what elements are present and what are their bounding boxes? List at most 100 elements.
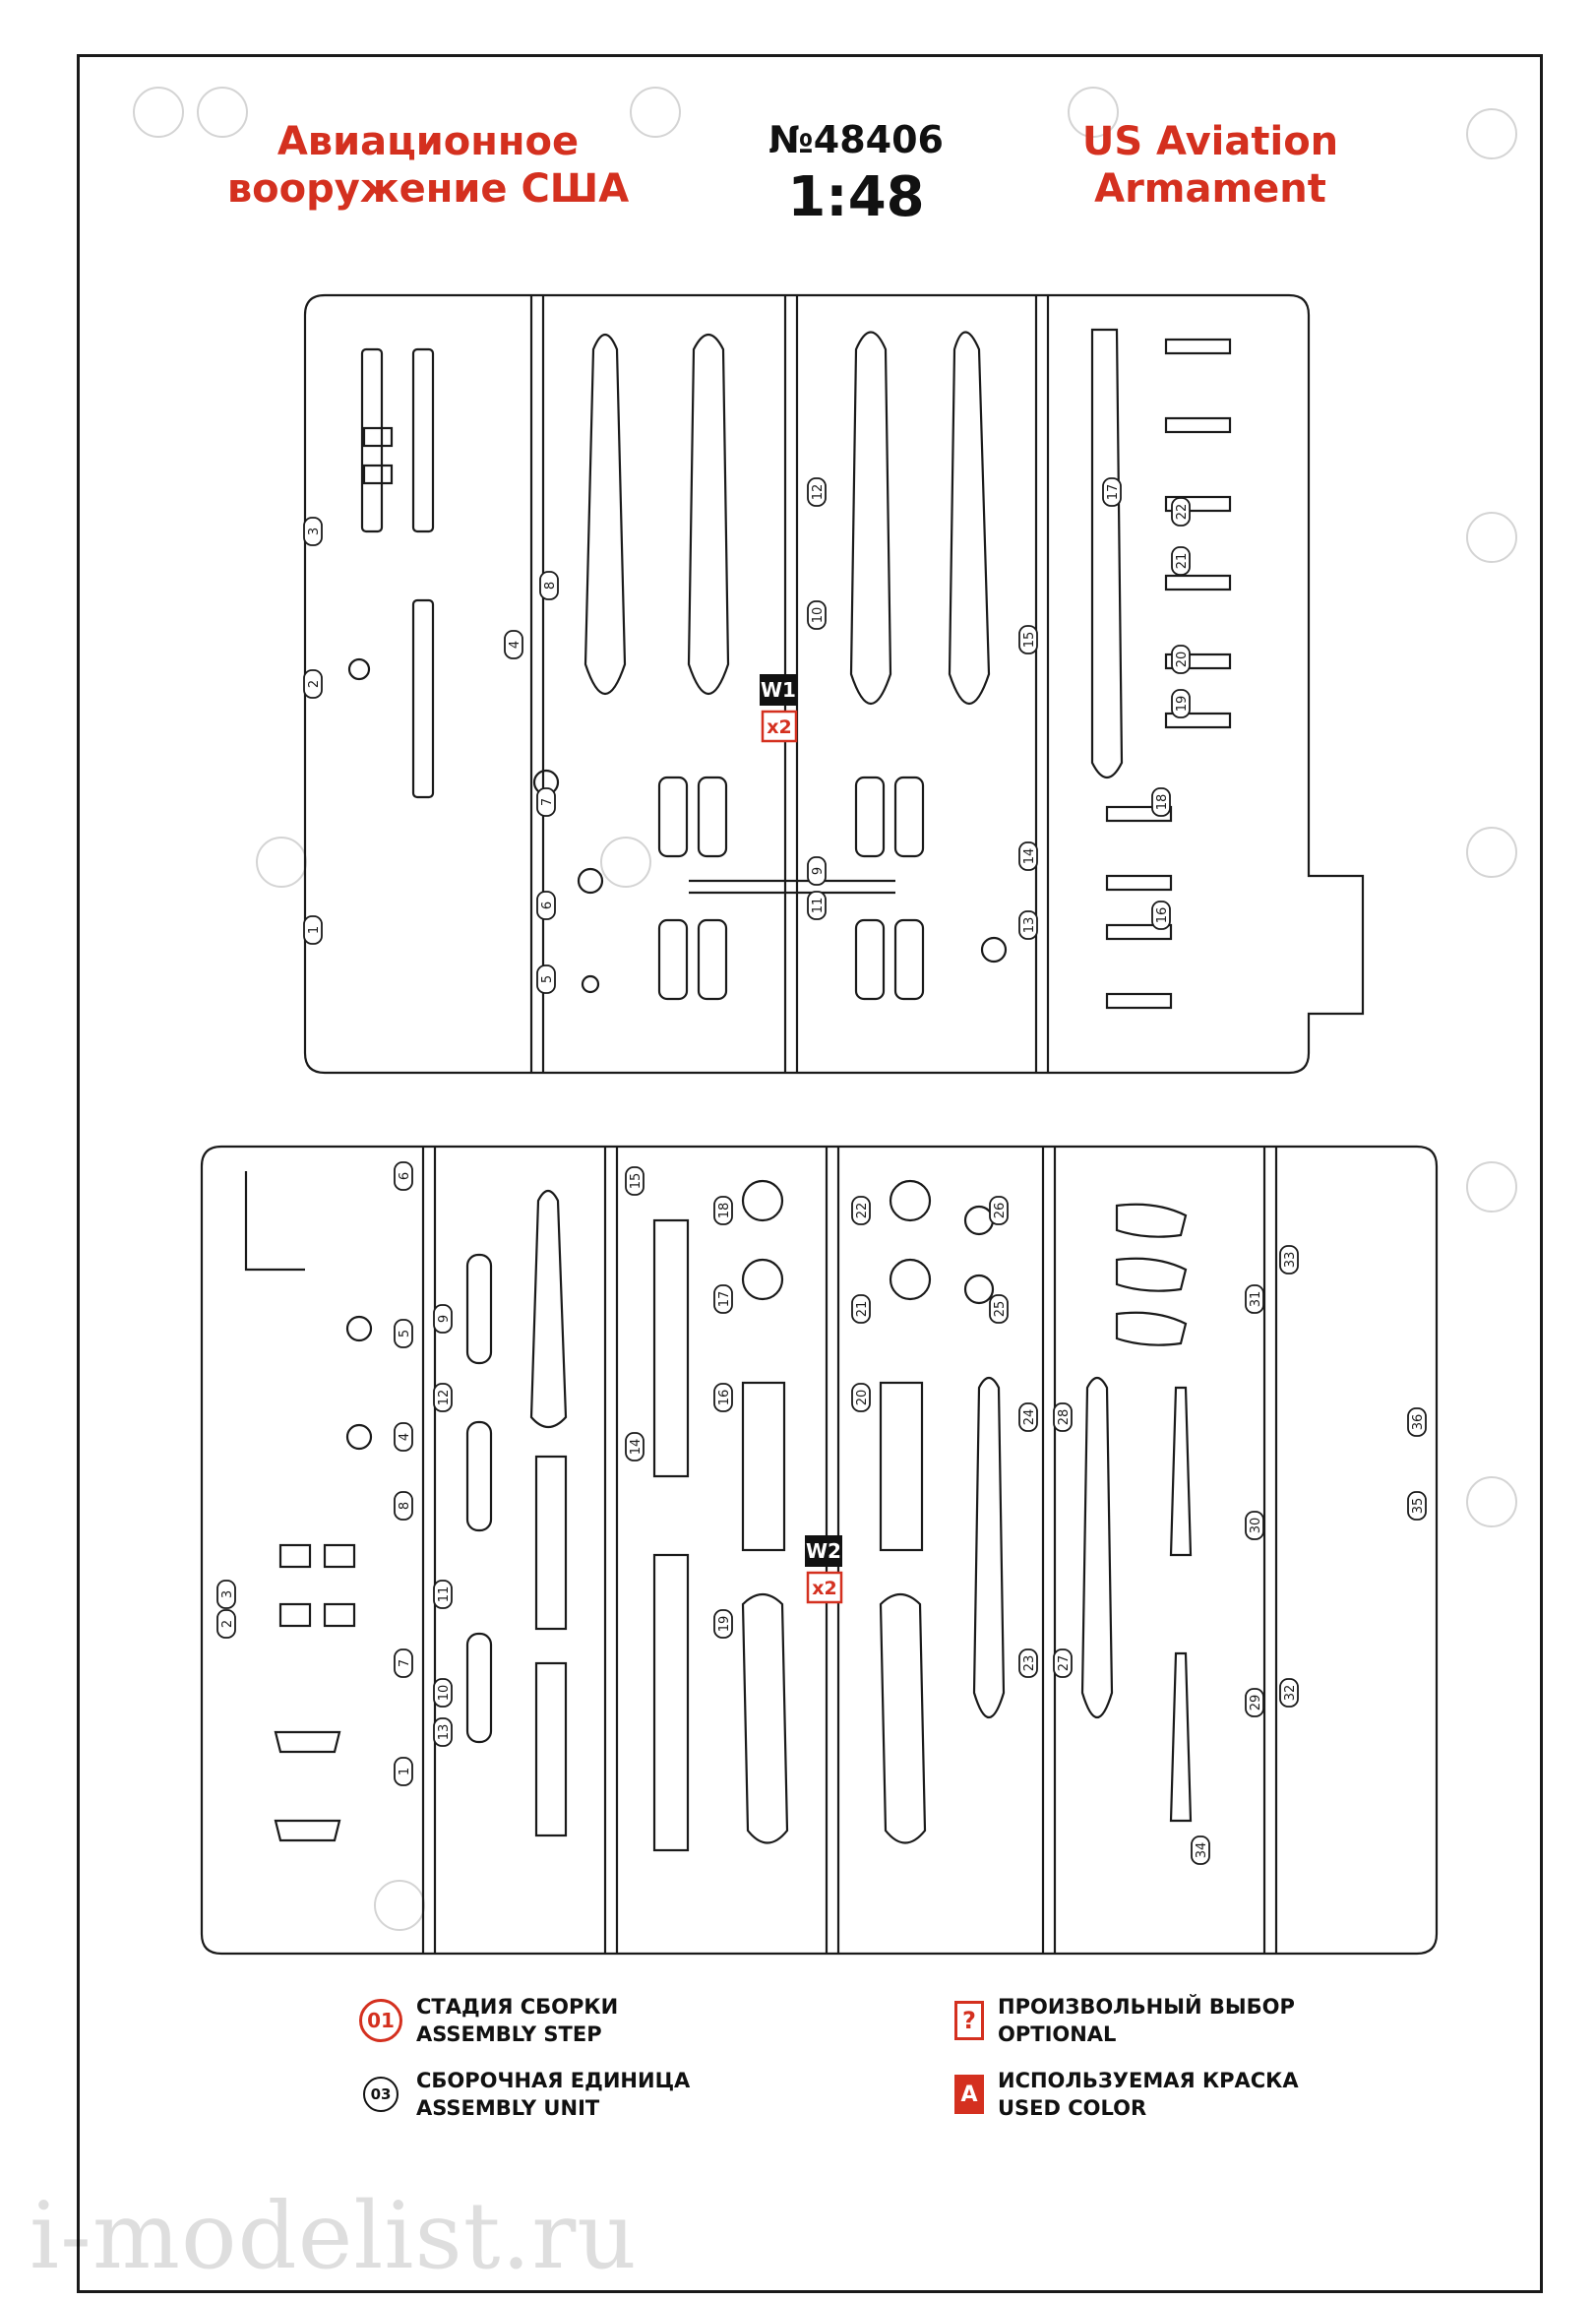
- sprue-w1-part: [980, 936, 1008, 964]
- sprue-w2-part: [1115, 1203, 1188, 1238]
- sprue-w1-frame: [303, 293, 1365, 1075]
- part-number-label: 15: [1022, 632, 1037, 649]
- sprue-w1-part: [854, 918, 886, 1001]
- part-gate-tab: [851, 1294, 871, 1324]
- bleed-mark: [1466, 512, 1517, 563]
- kit-number: №48406: [768, 118, 944, 161]
- part-gate-tab: [1102, 477, 1122, 507]
- part-number-label: 27: [1057, 1655, 1072, 1672]
- sprue-w2-part: [1169, 1651, 1193, 1823]
- sprue-w2-part: [741, 1258, 784, 1301]
- part-number-label: 2: [307, 680, 322, 688]
- part-gate-tab: [1191, 1835, 1210, 1865]
- sprue-w2-part: [741, 1381, 786, 1552]
- title-en-line2: Armament: [1094, 166, 1326, 212]
- sprue-w1-part: [657, 918, 689, 1001]
- sprue-w2-part: [345, 1315, 373, 1342]
- sprue-w1-part: [411, 347, 435, 533]
- part-number-label: 22: [1175, 504, 1190, 521]
- part-gate-tab: [1407, 1491, 1427, 1521]
- part-number-label: 20: [1175, 652, 1190, 668]
- sprue-w1-part: [362, 426, 394, 448]
- part-number-label: 9: [437, 1315, 452, 1323]
- sprue-w1-part: [360, 347, 384, 533]
- sprue-w2-part: [879, 1381, 924, 1552]
- sprue-w1-code-badge: [760, 674, 797, 706]
- part-number-label: 13: [437, 1724, 452, 1741]
- page-frame: [77, 54, 1543, 2293]
- sprue-w1-part: [854, 776, 886, 858]
- part-gate-tab: [504, 630, 523, 659]
- legend-used-color: A ИСПОЛЬЗУЕМАЯ КРАСКА USED COLOR: [954, 2067, 1299, 2122]
- part-gate-tab: [713, 1609, 733, 1639]
- sprue-w1-runner: [529, 295, 545, 1073]
- sprue-w2-part: [278, 1543, 312, 1569]
- sprue-w1-runner: [1034, 295, 1050, 1073]
- sprue-w2-part: [889, 1258, 932, 1301]
- part-gate-tab: [394, 1757, 413, 1786]
- sprue-w2-part: [741, 1179, 784, 1222]
- sprue-w1-part: [849, 331, 892, 706]
- part-gate-tab: [539, 571, 559, 600]
- sprue-w2-part: [1115, 1257, 1188, 1292]
- part-gate-tab: [851, 1383, 871, 1412]
- watermark: i-modelist.ru: [30, 2183, 638, 2290]
- sprue-w2-part: [652, 1218, 690, 1478]
- bleed-mark: [1466, 827, 1517, 878]
- part-number-label: 35: [1411, 1498, 1426, 1515]
- used-color-ru: ИСПОЛЬЗУЕМАЯ КРАСКА: [998, 2069, 1299, 2092]
- sprue-w2-part: [963, 1205, 995, 1236]
- sprue-w2-part: [274, 1819, 341, 1842]
- part-gate-tab: [1018, 910, 1038, 940]
- sprue-w2-part: [972, 1376, 1006, 1718]
- sprue-w1-part: [697, 776, 728, 858]
- part-gate-tab: [536, 964, 556, 994]
- part-gate-tab: [394, 1422, 413, 1452]
- part-number-label: 6: [398, 1172, 412, 1180]
- part-number-label: 8: [543, 582, 558, 590]
- part-number-label: 11: [811, 898, 826, 914]
- part-gate-tab: [1245, 1284, 1264, 1314]
- sprue-w1-multiplier-badge: [761, 710, 798, 743]
- part-number-label: 26: [993, 1203, 1008, 1219]
- bleed-mark: [600, 837, 651, 888]
- part-gate-tab: [1018, 1402, 1038, 1432]
- kit-scale: 1:48: [787, 165, 925, 229]
- part-gate-tab: [303, 915, 323, 945]
- part-number-label: 30: [1249, 1518, 1263, 1534]
- part-gate-tab: [394, 1161, 413, 1191]
- part-number-label: 14: [1022, 848, 1037, 865]
- part-number-label: 18: [1155, 794, 1170, 811]
- sprue-w2-part: [652, 1553, 690, 1852]
- sprue-w2-part: [323, 1602, 356, 1628]
- sprue-w1-part: [687, 333, 730, 696]
- part-number-label: 17: [717, 1291, 732, 1308]
- sprue-w1-part: [893, 918, 925, 1001]
- part-number-label: 8: [398, 1502, 412, 1510]
- sprue-w2-part: [465, 1632, 493, 1744]
- part-number-label: 16: [717, 1390, 732, 1406]
- part-number-label: 4: [508, 641, 522, 649]
- sprue-w1-part: [1105, 923, 1173, 941]
- part-number-label: 7: [540, 798, 555, 806]
- part-number-label: 11: [437, 1586, 452, 1603]
- part-gate-tab: [1171, 689, 1191, 718]
- part-number-label: 20: [855, 1390, 870, 1406]
- assembly-unit-ru: СБОРОЧНАЯ ЕДИНИЦА: [416, 2069, 691, 2092]
- assembly-unit-icon: 03: [363, 2077, 399, 2112]
- legend-assembly-step: 01 СТАДИЯ СБОРКИ ASSEMBLY STEP: [359, 1993, 618, 2048]
- part-number-label: 13: [1022, 917, 1037, 934]
- assembly-unit-en: ASSEMBLY UNIT: [416, 2096, 600, 2120]
- part-number-label: 16: [1155, 907, 1170, 924]
- part-number-label: 4: [398, 1433, 412, 1441]
- sprue-w2-multiplier: x2: [812, 1578, 836, 1599]
- sprue-w2-part: [274, 1730, 341, 1754]
- part-gate-tab: [1245, 1511, 1264, 1540]
- used-color-en: USED COLOR: [998, 2096, 1147, 2120]
- bleed-mark: [1068, 87, 1119, 138]
- part-gate-tab: [1171, 645, 1191, 674]
- part-gate-tab: [1279, 1678, 1299, 1708]
- sprue-w1-part: [697, 918, 728, 1001]
- part-number-label: 15: [629, 1173, 644, 1190]
- sprue-w1-part: [1105, 992, 1173, 1010]
